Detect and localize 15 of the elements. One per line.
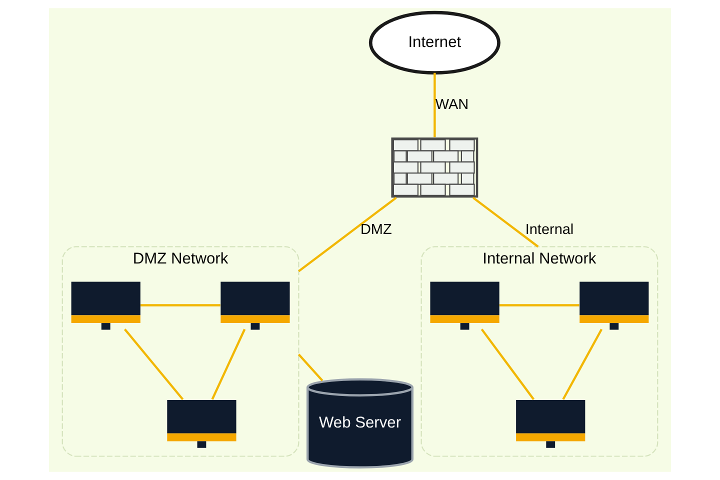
connector bbox=[472, 196, 539, 248]
connector bbox=[298, 354, 324, 382]
edge-label: Internal bbox=[525, 222, 574, 238]
connector bbox=[434, 72, 436, 138]
connector bbox=[124, 328, 184, 400]
connector bbox=[500, 304, 580, 306]
edge-label: DMZ bbox=[360, 222, 392, 238]
edge-label: WAN bbox=[435, 96, 469, 113]
node-ellipse: Internet bbox=[368, 10, 500, 74]
connector bbox=[211, 328, 246, 400]
connector bbox=[298, 196, 397, 272]
connector bbox=[140, 304, 220, 306]
connector bbox=[480, 328, 535, 400]
cluster: DMZ Network bbox=[62, 246, 300, 457]
cluster: Internal Network bbox=[420, 246, 658, 457]
